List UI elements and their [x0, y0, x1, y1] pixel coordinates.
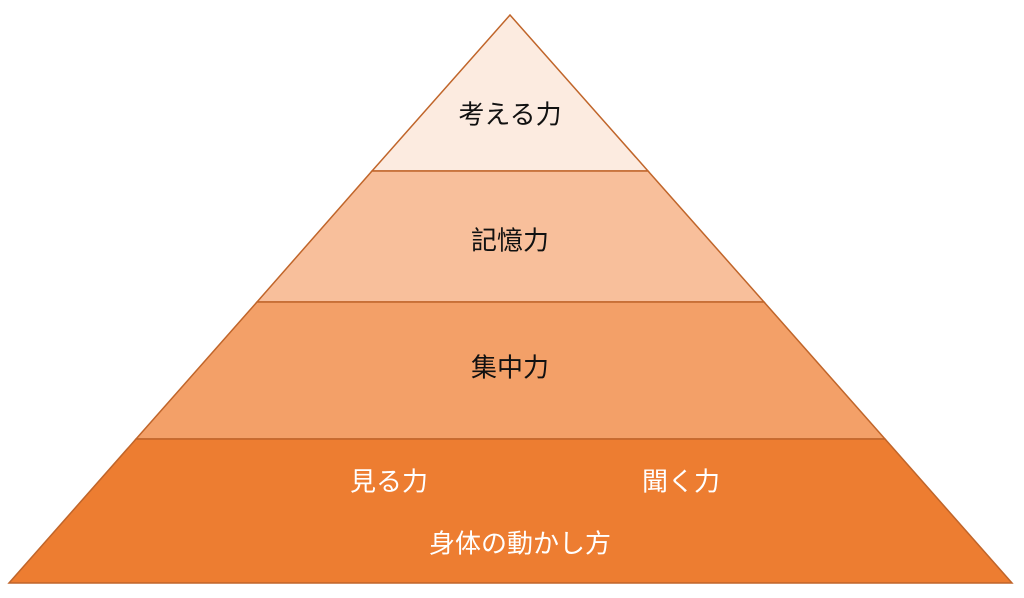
- label-hearing: 聞く力: [641, 467, 721, 498]
- label-concentration: 集中力: [470, 353, 550, 384]
- pyramid-layer-base: [7, 438, 1014, 584]
- label-thinking: 考える力: [458, 100, 562, 131]
- label-seeing: 見る力: [349, 467, 429, 498]
- pyramid-layer-thinking: [370, 13, 650, 172]
- label-memory: 記憶力: [470, 226, 550, 257]
- label-body-movement: 身体の動かし方: [428, 529, 612, 560]
